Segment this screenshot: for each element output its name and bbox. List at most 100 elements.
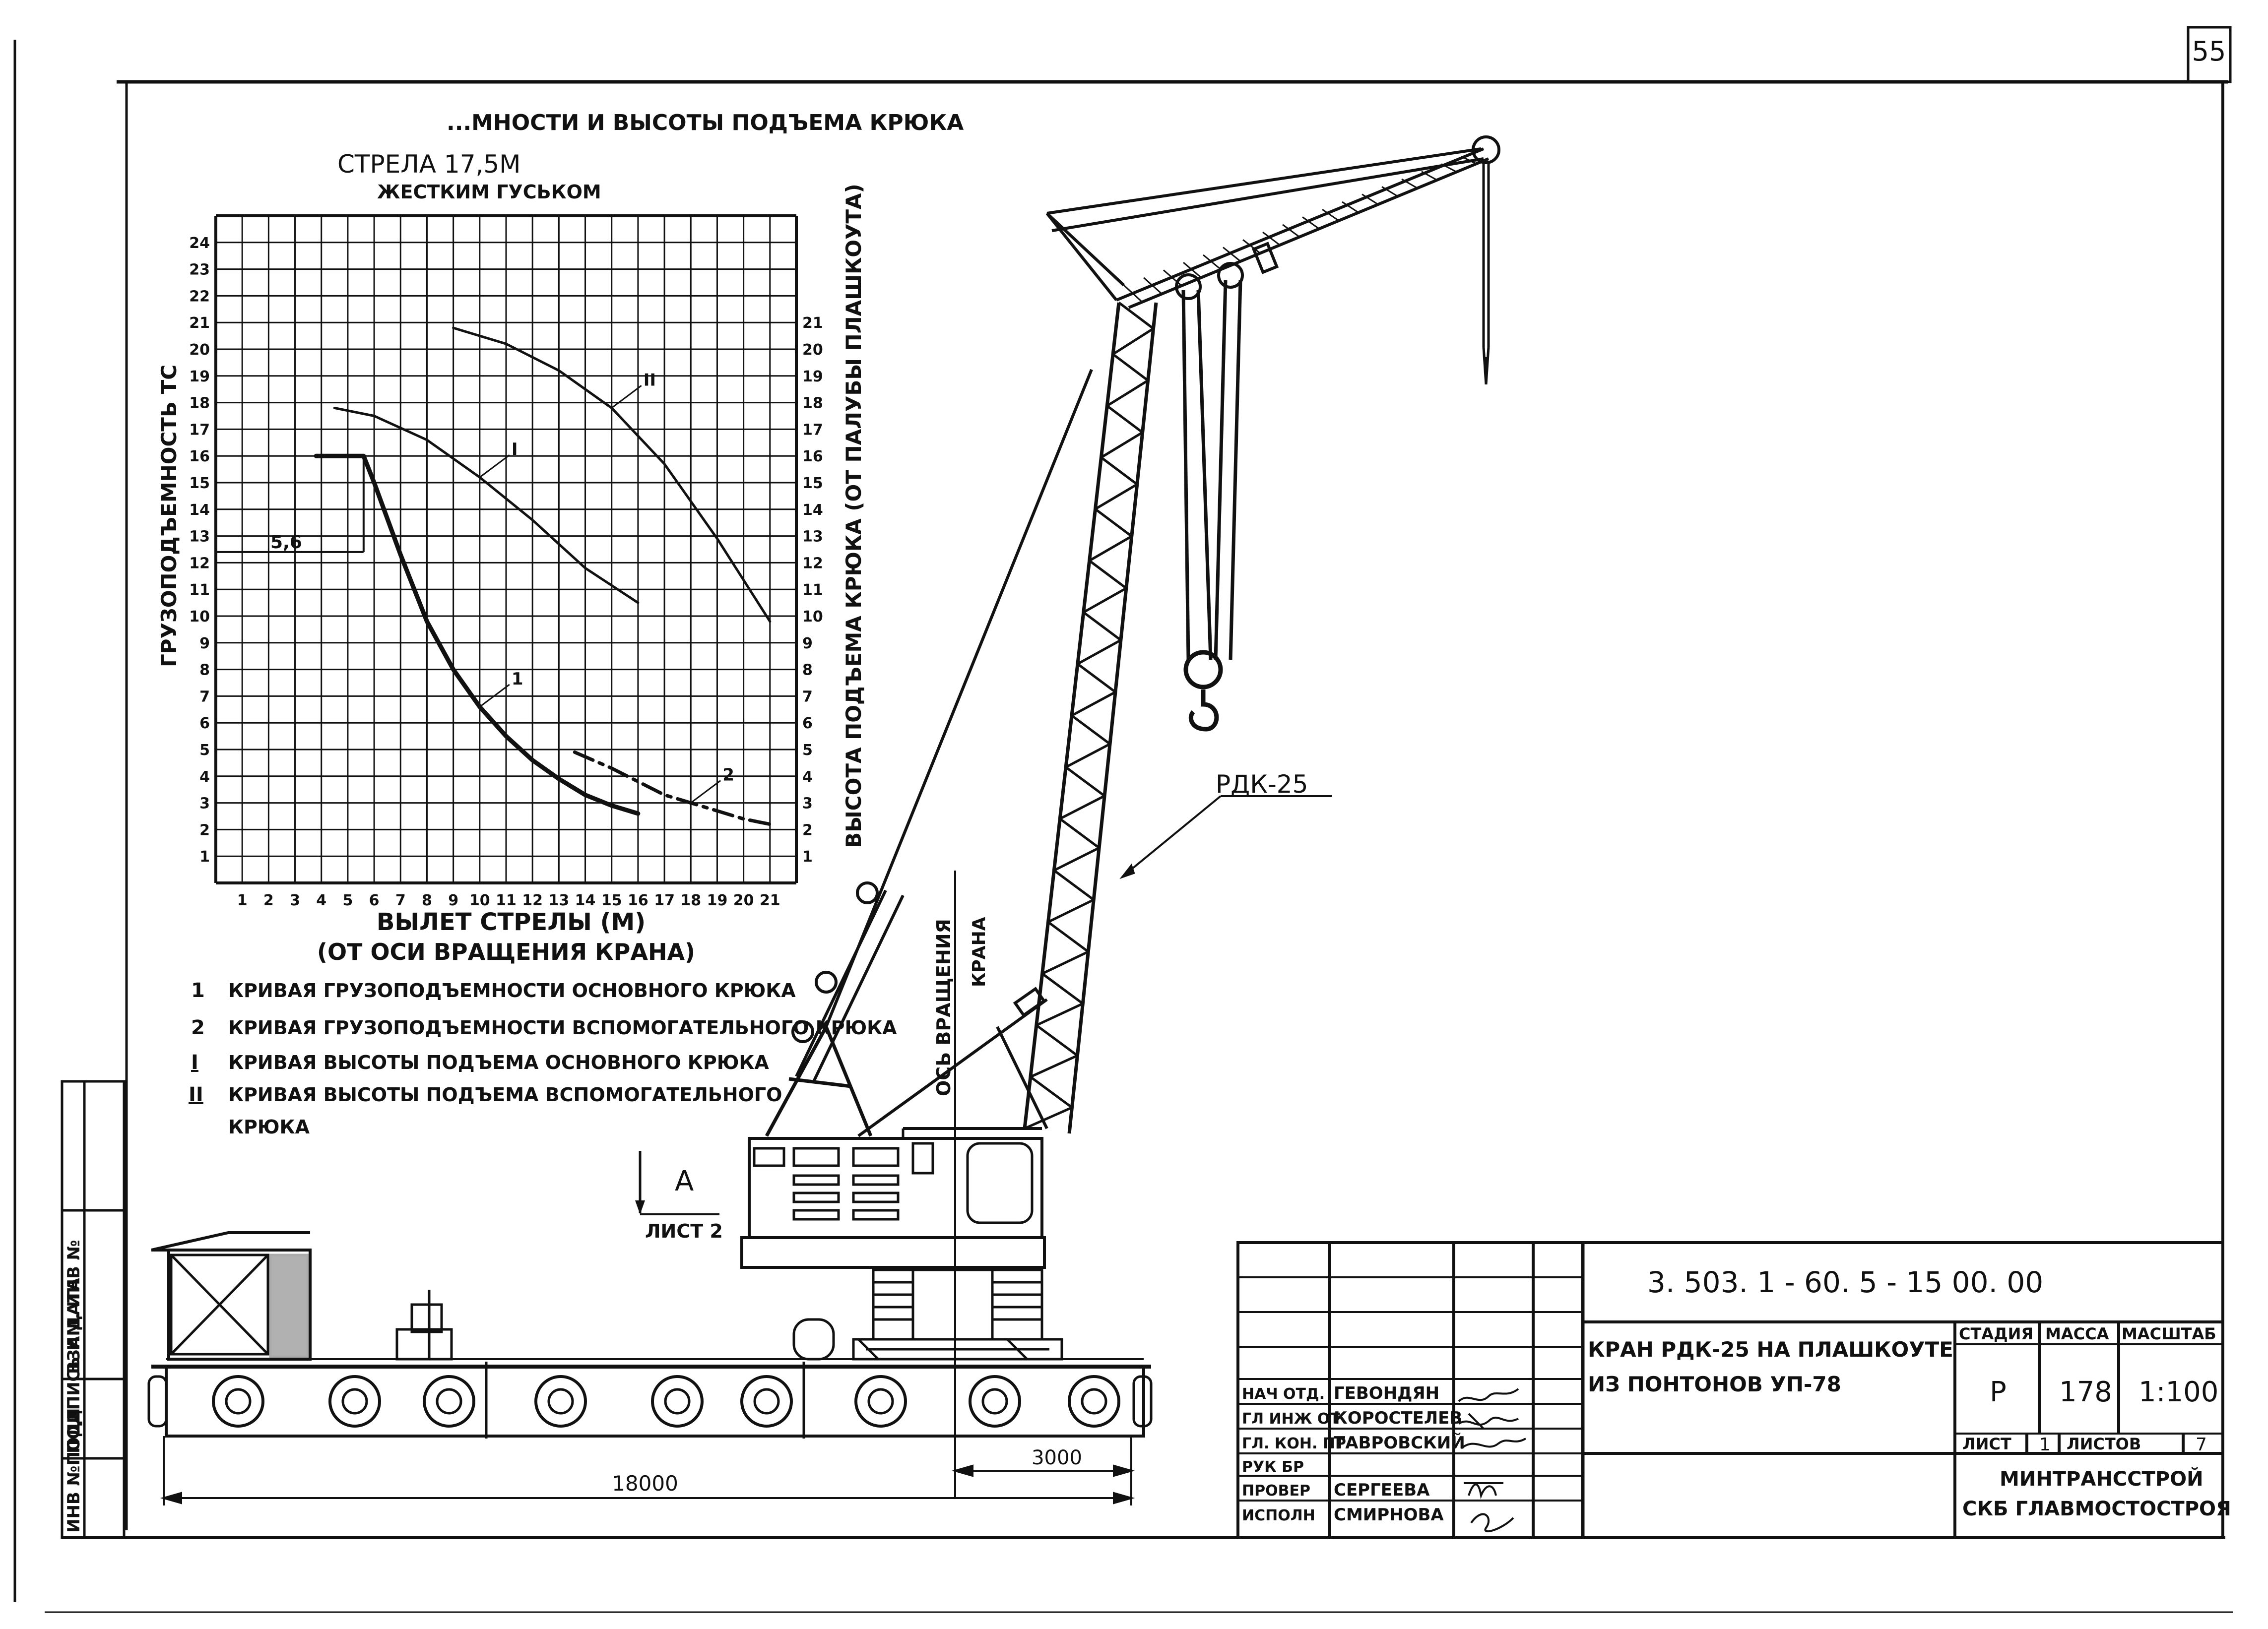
- x-tick-label: 13: [548, 892, 569, 909]
- scale-value: 1:100: [2138, 1376, 2218, 1408]
- x-tick-label: 17: [654, 892, 675, 909]
- x-tick-label: 16: [628, 892, 648, 909]
- boom-diagonal: [1059, 817, 1100, 849]
- y-tick-label-left: 18: [189, 395, 210, 412]
- wheel-outer: [534, 1375, 587, 1428]
- x-tick-label: 5: [342, 892, 353, 909]
- wheel-outer: [328, 1375, 381, 1428]
- axis-label-2: КРАНА: [969, 917, 989, 987]
- y-tick-label-left: 21: [189, 314, 210, 332]
- boom-diagonal: [1089, 560, 1127, 589]
- legend-text-4: КРИВАЯ ВЫСОТЫ ПОДЪЕМА ВСПОМОГАТЕЛЬНОГО: [228, 1084, 782, 1106]
- x-tick-label: 20: [733, 892, 754, 909]
- role-title: ГЛ. КОН. ПР: [1242, 1435, 1346, 1452]
- boom-diagonal: [1053, 869, 1095, 901]
- legend-text-1: КРИВАЯ ГРУЗОПОДЪЕМНОСТИ ОСНОВНОГО КРЮКА: [228, 980, 796, 1002]
- boom-diagonal: [1041, 972, 1084, 1005]
- role-title: РУК БР: [1242, 1458, 1304, 1476]
- y-tick-label-right: 9: [802, 635, 813, 652]
- y-tick-label-right: 8: [802, 662, 813, 679]
- wheel-outer: [212, 1375, 264, 1428]
- boom-diagonal: [1077, 663, 1116, 693]
- y-tick-label-left: 6: [199, 715, 210, 732]
- x-tick-label: 8: [422, 892, 432, 909]
- x-tick-label: 7: [395, 892, 406, 909]
- boom-diagonal: [1118, 302, 1155, 330]
- boom-diagonal: [1112, 327, 1154, 356]
- x-tick-label: 19: [707, 892, 728, 909]
- y-tick-label-left: 7: [199, 688, 210, 705]
- y-tick-label-right: 1: [802, 848, 813, 866]
- wheel-inner: [867, 1388, 894, 1415]
- header-scale: МАСШТАБ: [2122, 1324, 2216, 1343]
- organization-2: СКБ ГЛАВМОСТОСТРОЯ: [1962, 1498, 2231, 1520]
- view-mark-letter: А: [675, 1165, 694, 1197]
- pontoon-wheels: [212, 1375, 1120, 1428]
- jib-diagonal: [1143, 277, 1162, 294]
- sheets-label: ЛИСТОВ: [2067, 1435, 2141, 1453]
- series-label-I: I: [512, 439, 518, 459]
- dimension-total: 18000: [612, 1471, 678, 1496]
- jib-diagonal: [1302, 216, 1319, 229]
- y-tick-label-left: 3: [199, 795, 210, 813]
- wheel-outer: [740, 1375, 793, 1428]
- view-mark-sheet: ЛИСТ 2: [645, 1220, 723, 1242]
- legend-text-3: КРИВАЯ ВЫСОТЫ ПОДЪЕМА ОСНОВНОГО КРЮКА: [228, 1052, 769, 1073]
- y-tick-label-right: 14: [802, 501, 823, 519]
- main-hook: [1181, 280, 1242, 732]
- title-block: [1236, 1241, 2224, 1539]
- jib-diagonal: [1282, 224, 1299, 237]
- boom-diagonal: [1047, 921, 1089, 953]
- x-tick-label: 9: [448, 892, 458, 909]
- chart-legend: 1 КРИВАЯ ГРУЗОПОДЪЕМНОСТИ ОСНОВНОГО КРЮК…: [189, 979, 897, 1138]
- drawing-title-2: ИЗ ПОНТОНОВ УП-78: [1588, 1372, 1841, 1396]
- y-tick-label-right: 12: [802, 555, 823, 572]
- role-title: ИСПОЛН: [1242, 1507, 1315, 1524]
- boom-diagonal: [1024, 1106, 1073, 1130]
- crane-a-frame: [765, 1026, 873, 1137]
- boom-diagonal: [1100, 456, 1138, 486]
- boom-diagonal: [1089, 535, 1133, 562]
- y-tick-label-left: 16: [189, 448, 210, 465]
- sheet-frame: [13, 26, 2233, 1613]
- y-tick-label-right: 13: [802, 528, 823, 546]
- document-code: 3. 503. 1 - 60. 5 - 15 00. 00: [1647, 1265, 2043, 1299]
- y-tick-label-right: 17: [802, 421, 823, 439]
- y-tick-label-left: 11: [189, 581, 210, 599]
- series-label-1: 1: [512, 669, 523, 689]
- x-tick-label: 12: [522, 892, 543, 909]
- y-tick-label-left: 15: [189, 475, 210, 492]
- wheel-inner: [753, 1388, 780, 1415]
- series-leader-II: [611, 385, 642, 409]
- sheet-no: 1: [2039, 1435, 2051, 1455]
- boom-diagonal: [1083, 611, 1122, 641]
- x-tick-label: 21: [760, 892, 780, 909]
- y-tick-label-left: 22: [189, 288, 210, 305]
- wheel-outer: [969, 1375, 1021, 1428]
- role-person: ТАВРОВСКИЙ: [1334, 1433, 1465, 1453]
- role-person: СЕРГЕЕВА: [1334, 1480, 1430, 1500]
- jib-diagonal: [1381, 186, 1398, 197]
- y-tick-label-left: 1: [199, 848, 210, 866]
- chart-ylabel-left: ГРУЗОПОДЪЕМНОСТЬ ТС: [157, 365, 181, 667]
- series-line-I: [333, 406, 640, 604]
- chart-grid: [214, 214, 798, 884]
- jib-diagonal: [1262, 231, 1280, 246]
- legend-mark-2: 2: [191, 1016, 205, 1039]
- side-label-original-no: ИНВ №ПОДЛ: [64, 1408, 84, 1533]
- header-mass: МАССА: [2045, 1324, 2109, 1343]
- y-tick-label-left: 19: [189, 368, 210, 385]
- load-height-chart: ...МНОСТИ И ВЫСОТЫ ПОДЪЕМА КРЮКА СТРЕЛА …: [157, 110, 964, 965]
- boom-diagonal: [1095, 508, 1133, 538]
- x-tick-label: 2: [263, 892, 274, 909]
- y-tick-label-right: 6: [802, 715, 813, 732]
- x-tick-label: 18: [680, 892, 701, 909]
- y-tick-label-left: 9: [199, 635, 210, 652]
- series-leader-1: [479, 684, 510, 708]
- jib-diagonal: [1401, 178, 1418, 189]
- series-leader-I: [479, 454, 510, 478]
- y-tick-label-right: 4: [802, 768, 813, 786]
- crane-boom-brace: [857, 987, 1048, 1137]
